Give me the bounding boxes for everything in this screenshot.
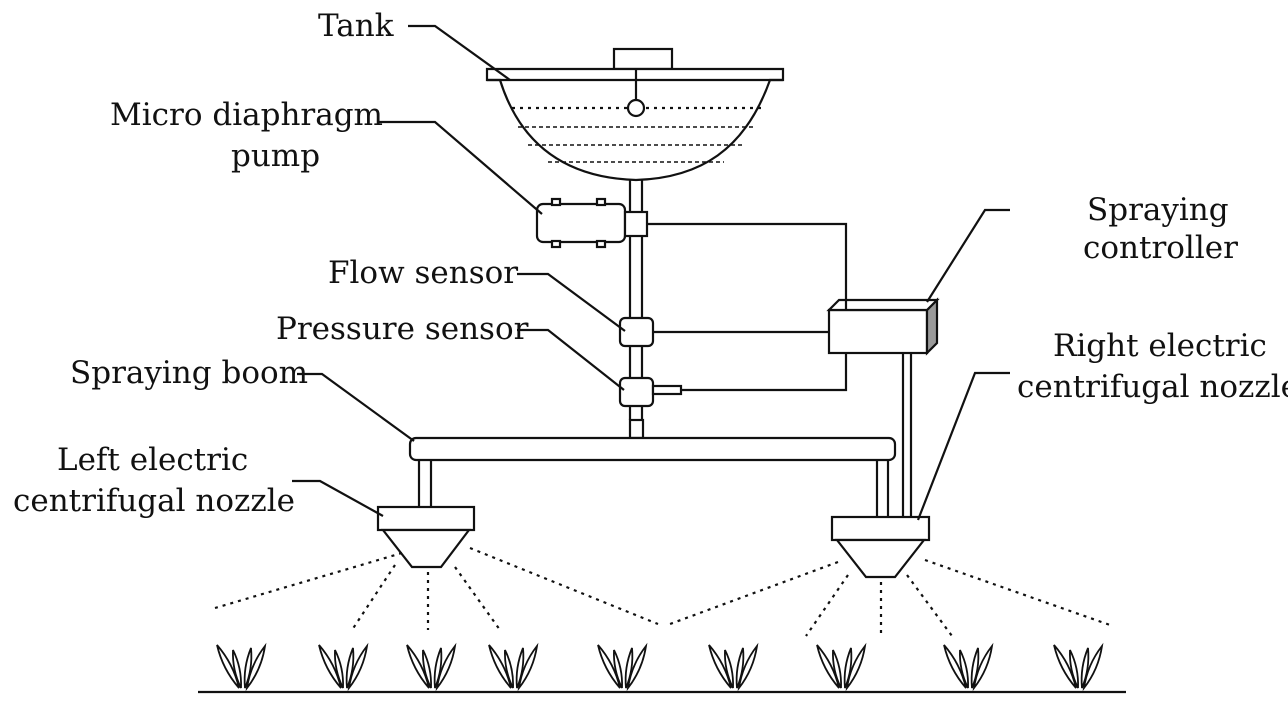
spray-line bbox=[351, 564, 396, 631]
crop-plant bbox=[816, 642, 867, 692]
crop-plant bbox=[1053, 642, 1104, 692]
label-spraying-boom: Spraying boom bbox=[70, 355, 308, 391]
plant-leaf bbox=[435, 642, 457, 692]
label-right-nozzle-line1: Right electric bbox=[1053, 328, 1267, 364]
plant-leaf bbox=[959, 649, 969, 689]
crop-plant bbox=[597, 642, 648, 692]
spray-line bbox=[805, 574, 849, 637]
crop-plant bbox=[708, 642, 759, 692]
pump-bolt bbox=[595, 239, 607, 249]
label-pump-line1: Micro diaphragm bbox=[110, 97, 383, 133]
boom-bar bbox=[408, 436, 897, 462]
leader-right-nozzle bbox=[916, 371, 1010, 521]
plant-leaf bbox=[347, 642, 369, 692]
spray-line bbox=[469, 546, 659, 626]
crop-plant bbox=[216, 642, 267, 692]
pressure-sensor bbox=[618, 376, 683, 408]
plant-leaf bbox=[832, 649, 842, 689]
leader-flow-sensor bbox=[517, 272, 626, 332]
right-nozzle-motor bbox=[830, 515, 931, 542]
spray-line bbox=[669, 560, 839, 626]
plant-leaf bbox=[504, 649, 514, 689]
plant-leaf bbox=[318, 644, 342, 689]
plant-leaf bbox=[597, 644, 621, 689]
crop-row bbox=[216, 642, 1104, 692]
spray-line bbox=[214, 551, 403, 610]
plant-leaf bbox=[1069, 649, 1079, 689]
spray-line bbox=[906, 574, 953, 637]
wire-pump-controller bbox=[647, 222, 848, 310]
wiring bbox=[647, 222, 913, 517]
plant-leaf bbox=[613, 649, 623, 689]
pump-bolt bbox=[550, 197, 562, 207]
plant-leaf bbox=[216, 644, 240, 689]
float-ball bbox=[626, 98, 646, 118]
pressure-sensor-body bbox=[618, 376, 655, 408]
right-nozzle bbox=[830, 515, 931, 579]
label-flow-sensor: Flow sensor bbox=[328, 255, 518, 291]
plant-leaf bbox=[737, 642, 759, 692]
left-nozzle-motor bbox=[376, 505, 476, 532]
spray-line bbox=[454, 566, 501, 631]
label-controller-line2: controller bbox=[1083, 230, 1238, 266]
wire-pressure-controller bbox=[681, 353, 848, 392]
tank bbox=[485, 47, 785, 182]
leader-pressure-sensor bbox=[517, 328, 625, 391]
label-pump-line2: pump bbox=[231, 138, 320, 174]
spray-line bbox=[924, 558, 1111, 627]
boom-connector bbox=[628, 418, 645, 440]
plant-leaf bbox=[232, 649, 242, 689]
plant-leaf bbox=[708, 644, 732, 689]
pump-motor bbox=[535, 202, 627, 244]
plant-leaf bbox=[845, 642, 867, 692]
plant-leaf bbox=[334, 649, 344, 689]
plant-leaf bbox=[724, 649, 734, 689]
crop-plant bbox=[406, 642, 457, 692]
labels: Tank Micro diaphragm pump Flow sensor Pr… bbox=[13, 8, 1288, 519]
plant-leaf bbox=[422, 649, 432, 689]
crop-plant bbox=[488, 642, 539, 692]
pump-head bbox=[623, 210, 649, 238]
right-nozzle-cone bbox=[834, 538, 927, 579]
label-left-nozzle-line1: Left electric bbox=[57, 442, 248, 478]
crop-plant bbox=[318, 642, 369, 692]
pump-bolt bbox=[595, 197, 607, 207]
leader-controller bbox=[926, 208, 1010, 303]
plant-leaf bbox=[517, 642, 539, 692]
pump-bolt bbox=[550, 239, 562, 249]
plant-leaf bbox=[1082, 642, 1104, 692]
leader-pump bbox=[377, 120, 543, 215]
flow-sensor bbox=[618, 316, 655, 348]
plant-leaf bbox=[245, 642, 267, 692]
leader-tank bbox=[408, 24, 511, 81]
plant-leaf bbox=[488, 644, 512, 689]
plant-leaf bbox=[626, 642, 648, 692]
spray-pattern bbox=[214, 546, 1111, 637]
spraying-boom bbox=[408, 436, 897, 517]
controller-box bbox=[827, 308, 929, 355]
label-pressure-sensor: Pressure sensor bbox=[276, 311, 529, 347]
leader-spraying-boom bbox=[297, 372, 415, 442]
tank-body bbox=[485, 67, 785, 182]
left-nozzle-cone bbox=[380, 528, 472, 569]
controller-top bbox=[826, 298, 940, 312]
tank-cap bbox=[612, 47, 674, 71]
plant-leaf bbox=[943, 644, 967, 689]
leader-lines bbox=[292, 24, 1010, 521]
crop-plant bbox=[943, 642, 994, 692]
label-left-nozzle-line2: centrifugal nozzle bbox=[13, 483, 295, 519]
micro-diaphragm-pump bbox=[535, 197, 649, 249]
plant-leaf bbox=[1053, 644, 1077, 689]
label-right-nozzle-line2: centrifugal nozzle bbox=[1017, 369, 1288, 405]
label-controller-line1: Spraying bbox=[1087, 192, 1229, 228]
left-nozzle bbox=[376, 505, 476, 569]
plant-leaf bbox=[972, 642, 994, 692]
spraying-controller bbox=[826, 297, 940, 356]
plant-leaf bbox=[816, 644, 840, 689]
label-tank: Tank bbox=[318, 8, 394, 44]
pressure-sensor-port bbox=[651, 384, 683, 396]
plant-leaf bbox=[406, 644, 430, 689]
leader-left-nozzle bbox=[292, 479, 384, 517]
